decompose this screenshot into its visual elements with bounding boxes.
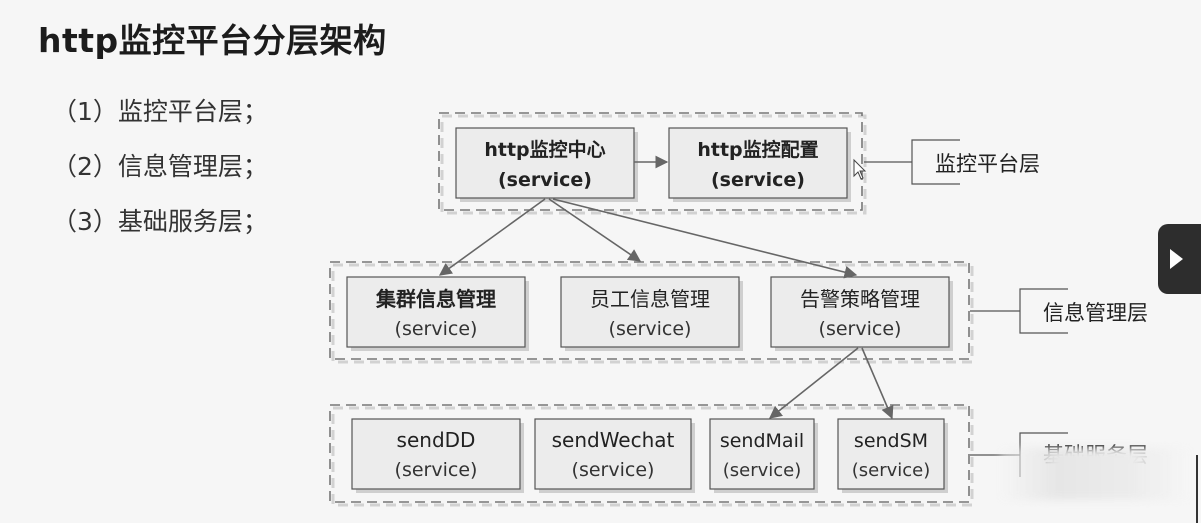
arrow-center-to-alert [552,198,858,279]
node-staff-info: 员工信息管理 (service) [560,276,743,351]
arrow-center-to-staff [548,198,642,262]
node-alert-policy-name: 告警策略管理 [800,287,920,311]
page-title: http监控平台分层架构 [38,21,387,60]
layer-item-info: （2）信息管理层； [52,152,268,181]
node-send-mail: sendMail (service) [709,418,818,493]
node-send-dd-name: sendDD [397,428,476,452]
node-send-mail-sub: (service) [723,460,802,481]
cursor-icon [853,158,867,180]
layer-item-platform: （1）监控平台层； [52,97,268,126]
node-alert-policy: 告警策略管理 (service) [770,276,953,351]
layer-label-info-text: 信息管理层 [1043,301,1148,325]
layer-label-platform: 监控平台层 [864,139,1040,185]
layer-label-info: 信息管理层 [970,288,1148,334]
node-send-sm-name: sendSM [854,430,928,452]
node-send-wechat-name: sendWechat [552,428,675,452]
node-monitor-config-sub: (service) [711,169,805,191]
group-platform [438,112,867,215]
node-cluster-info-name: 集群信息管理 [375,287,496,311]
arrow-center-to-cluster [438,198,546,276]
node-monitor-center: http监控中心 (service) [455,127,638,202]
node-send-wechat-sub: (service) [572,459,655,481]
node-send-dd-sub: (service) [395,459,478,481]
node-staff-info-name: 员工信息管理 [590,287,710,311]
node-alert-policy-sub: (service) [819,318,902,340]
edge-divider [1196,455,1198,523]
layer-item-base: （3）基础服务层； [52,207,268,236]
node-send-sm: sendSM (service) [837,418,948,493]
node-monitor-center-name: http监控中心 [484,138,605,161]
layer-list: （1）监控平台层； （2）信息管理层； （3）基础服务层； [52,92,268,257]
node-monitor-config-name: http监控配置 [697,138,818,161]
node-cluster-info-sub: (service) [395,318,478,340]
node-monitor-center-sub: (service) [498,169,592,191]
node-staff-info-sub: (service) [609,318,692,340]
node-monitor-config: http监控配置 (service) [668,127,851,202]
next-slide-button[interactable] [1158,224,1201,294]
node-send-mail-name: sendMail [720,430,804,452]
node-cluster-info: 集群信息管理 (service) [346,276,529,351]
node-send-sm-sub: (service) [852,460,931,481]
blur-overlay [1000,448,1190,500]
arrow-alert-to-mail [768,347,859,419]
arrow-alert-to-sm [861,347,894,420]
node-send-wechat: sendWechat (service) [534,418,695,493]
node-send-dd: sendDD (service) [351,418,524,493]
layer-label-platform-text: 监控平台层 [935,152,1040,176]
